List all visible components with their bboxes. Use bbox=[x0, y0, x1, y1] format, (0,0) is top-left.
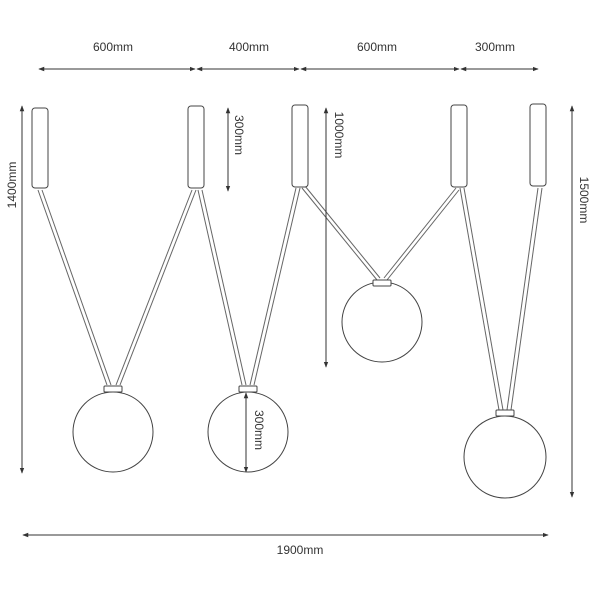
dim-label-canopy-300: 300mm bbox=[232, 115, 246, 155]
globe-1 bbox=[72, 385, 154, 473]
dim-label-1400: 1400mm bbox=[5, 162, 19, 209]
dim-label-300-top: 300mm bbox=[475, 40, 515, 54]
dim-label-400: 400mm bbox=[229, 40, 269, 54]
dim-label-1500: 1500mm bbox=[577, 177, 591, 224]
canopy-5 bbox=[529, 103, 547, 187]
dim-label-600-1: 600mm bbox=[93, 40, 133, 54]
canopy-3 bbox=[291, 104, 309, 188]
dim-label-globe-300: 300mm bbox=[252, 410, 266, 450]
dim-label-1900: 1900mm bbox=[277, 543, 324, 557]
dim-label-600-2: 600mm bbox=[357, 40, 397, 54]
globe-2 bbox=[207, 385, 289, 473]
canopy-2 bbox=[187, 105, 205, 189]
ceiling-canopies bbox=[31, 103, 547, 189]
suspension-cords bbox=[37, 185, 543, 411]
dim-label-1000: 1000mm bbox=[332, 112, 346, 159]
dimension-lines bbox=[19, 66, 575, 538]
globe-3 bbox=[341, 279, 423, 363]
canopy-4 bbox=[450, 104, 468, 188]
globe-4 bbox=[463, 409, 547, 499]
canopy-1 bbox=[31, 107, 49, 189]
